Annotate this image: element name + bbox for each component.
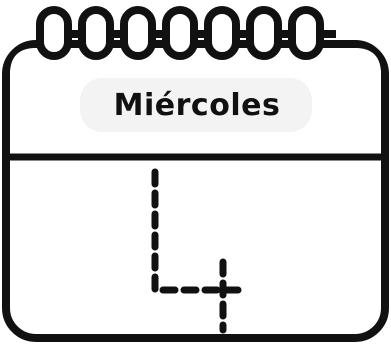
- binder-rings: [36, 6, 336, 60]
- binder-ring-7: [288, 6, 324, 60]
- binder-ring-4: [162, 6, 198, 60]
- tracing-numeral: [151, 168, 250, 334]
- binder-ring-5: [204, 6, 240, 60]
- day-label-plate: [80, 78, 312, 132]
- day-name: Miércoles: [113, 87, 281, 123]
- binder-ring-6: [246, 6, 282, 60]
- numeral-stroke-main: [151, 168, 250, 294]
- binder-ring-1: [36, 6, 72, 60]
- binder-ring-2: [78, 6, 114, 60]
- binder-ring-3: [120, 6, 156, 60]
